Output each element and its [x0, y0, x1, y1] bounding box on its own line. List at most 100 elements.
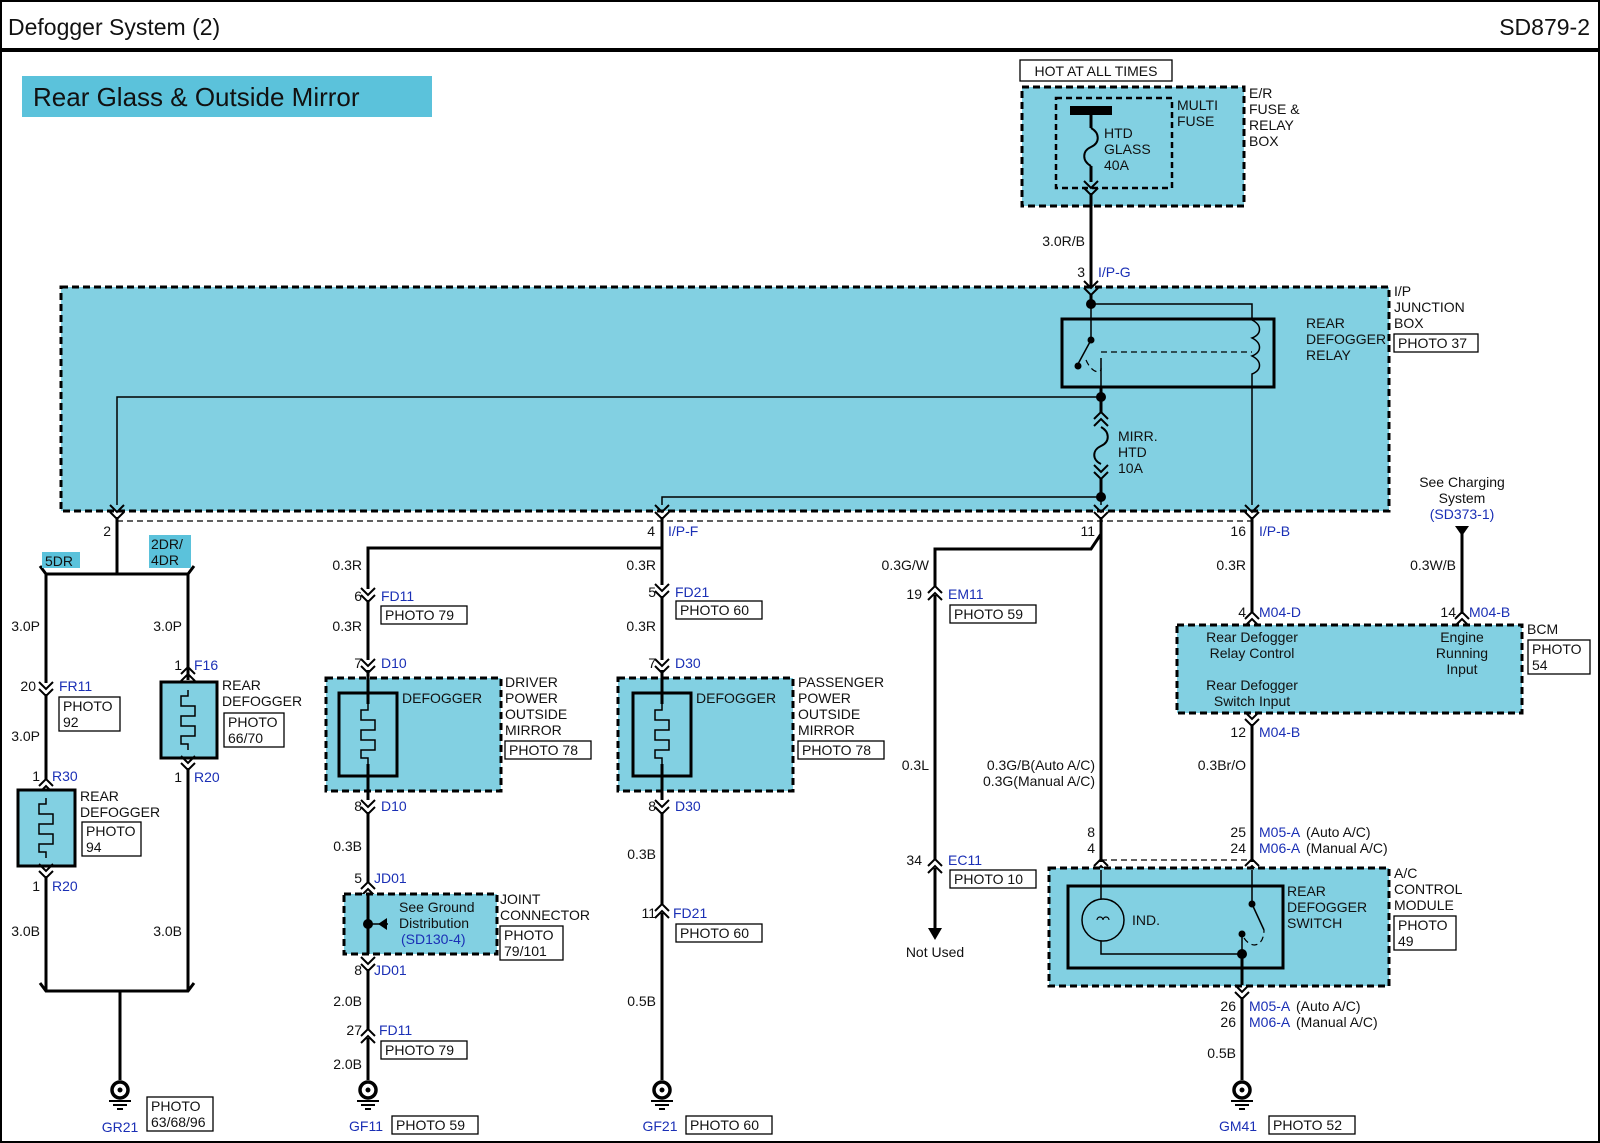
- svg-text:0.3W/B: 0.3W/B: [1410, 557, 1456, 573]
- svg-text:0.3L: 0.3L: [902, 757, 929, 773]
- svg-text:DEFOGGER: DEFOGGER: [402, 690, 482, 706]
- svg-text:REAR: REAR: [222, 677, 261, 693]
- svg-text:4: 4: [647, 523, 655, 539]
- svg-text:GM41: GM41: [1219, 1118, 1257, 1134]
- svg-text:11: 11: [1080, 523, 1095, 539]
- svg-text:DEFOGGER: DEFOGGER: [1287, 899, 1367, 915]
- svg-text:See Charging: See Charging: [1419, 474, 1505, 490]
- svg-text:GR21: GR21: [102, 1119, 139, 1135]
- svg-text:PHOTO 60: PHOTO 60: [690, 1117, 759, 1133]
- svg-text:GF11: GF11: [349, 1118, 383, 1134]
- svg-text:MODULE: MODULE: [1394, 897, 1454, 913]
- svg-text:PHOTO 60: PHOTO 60: [680, 602, 749, 618]
- svg-text:R20: R20: [194, 769, 220, 785]
- svg-text:See Ground: See Ground: [399, 899, 475, 915]
- svg-text:26: 26: [1220, 1014, 1236, 1030]
- svg-text:4DR: 4DR: [151, 552, 179, 568]
- svg-text:0.5B: 0.5B: [1207, 1045, 1236, 1061]
- svg-text:0.3R: 0.3R: [626, 618, 656, 634]
- svg-text:3.0P: 3.0P: [153, 618, 182, 634]
- svg-text:GLASS: GLASS: [1104, 141, 1151, 157]
- svg-text:12: 12: [1230, 724, 1246, 740]
- wire-3.0rb: 3.0R/B: [1042, 233, 1085, 249]
- svg-text:8: 8: [1087, 824, 1095, 840]
- ground-gr21: [107, 1080, 133, 1111]
- svg-text:8: 8: [354, 962, 362, 978]
- svg-text:RELAY: RELAY: [1249, 117, 1295, 133]
- svg-text:DEFOGGER: DEFOGGER: [1306, 331, 1386, 347]
- svg-text:PHOTO: PHOTO: [1398, 917, 1448, 933]
- svg-text:MIRROR: MIRROR: [798, 722, 855, 738]
- svg-text:19: 19: [906, 586, 922, 602]
- svg-text:8: 8: [648, 798, 656, 814]
- svg-text:1: 1: [32, 768, 40, 784]
- svg-text:Rear Glass & Outside Mirror: Rear Glass & Outside Mirror: [33, 82, 360, 112]
- svg-text:PHOTO: PHOTO: [86, 823, 136, 839]
- svg-text:M04-B: M04-B: [1259, 724, 1300, 740]
- page-title: Defogger System (2): [8, 14, 220, 40]
- svg-text:DRIVER: DRIVER: [505, 674, 558, 690]
- svg-text:1: 1: [32, 878, 40, 894]
- svg-text:14: 14: [1440, 604, 1456, 620]
- svg-text:66/70: 66/70: [228, 730, 263, 746]
- svg-text:BOX: BOX: [1394, 315, 1424, 331]
- svg-text:POWER: POWER: [798, 690, 851, 706]
- svg-text:54: 54: [1532, 657, 1548, 673]
- svg-text:2: 2: [103, 523, 111, 539]
- svg-text:EM11: EM11: [948, 586, 984, 602]
- svg-text:REAR: REAR: [80, 788, 119, 804]
- svg-text:REAR: REAR: [1306, 315, 1345, 331]
- svg-text:PHOTO: PHOTO: [1532, 641, 1582, 657]
- svg-text:D30: D30: [675, 798, 701, 814]
- svg-text:3.0B: 3.0B: [11, 923, 40, 939]
- svg-text:M04-B: M04-B: [1469, 604, 1510, 620]
- svg-text:0.3R: 0.3R: [1216, 557, 1246, 573]
- svg-text:7: 7: [648, 655, 656, 671]
- ground-gm41: [1229, 1080, 1255, 1111]
- svg-text:0.5B: 0.5B: [627, 993, 656, 1009]
- svg-text:RELAY: RELAY: [1306, 347, 1352, 363]
- svg-text:JUNCTION: JUNCTION: [1394, 299, 1465, 315]
- svg-text:PASSENGER: PASSENGER: [798, 674, 884, 690]
- svg-text:1: 1: [174, 657, 182, 673]
- svg-text:M05-A: M05-A: [1249, 998, 1291, 1014]
- svg-text:Relay Control: Relay Control: [1210, 645, 1295, 661]
- svg-text:PHOTO 59: PHOTO 59: [954, 606, 1023, 622]
- svg-text:6: 6: [354, 588, 362, 604]
- svg-text:I/P-G: I/P-G: [1098, 264, 1131, 280]
- svg-text:A/C: A/C: [1394, 865, 1417, 881]
- rear-glass-defogger-circuit: 5DR 2DR/ 4DR 3.0P 20 FR11 PHOTO 92 3.0P …: [11, 517, 302, 1135]
- svg-text:PHOTO: PHOTO: [63, 698, 113, 714]
- svg-text:OUTSIDE: OUTSIDE: [798, 706, 860, 722]
- svg-text:D10: D10: [381, 655, 407, 671]
- svg-text:PHOTO 37: PHOTO 37: [1398, 335, 1467, 351]
- relay-coil-circuit: 0.3G/W 19 EM11 PHOTO 59 0.3L 34 EC11 PHO…: [882, 517, 1109, 960]
- ac-control-module: 25 M05-A (Auto A/C) 24 M06-A (Manual A/C…: [1047, 824, 1463, 1135]
- svg-text:GF21: GF21: [642, 1118, 677, 1134]
- svg-text:20: 20: [20, 678, 36, 694]
- page-code: SD879-2: [1499, 14, 1590, 40]
- svg-text:94: 94: [86, 839, 102, 855]
- svg-text:(SD373-1): (SD373-1): [1430, 506, 1495, 522]
- svg-text:0.3R: 0.3R: [332, 557, 362, 573]
- svg-text:24: 24: [1230, 840, 1246, 856]
- svg-text:REAR: REAR: [1287, 883, 1326, 899]
- svg-text:HTD: HTD: [1118, 444, 1147, 460]
- not-used-label: Not Used: [906, 944, 964, 960]
- svg-text:4: 4: [1238, 604, 1246, 620]
- svg-text:BOX: BOX: [1249, 133, 1279, 149]
- svg-text:FD21: FD21: [673, 905, 707, 921]
- svg-text:D10: D10: [381, 798, 407, 814]
- svg-text:M05-A: M05-A: [1259, 824, 1301, 840]
- svg-text:5: 5: [354, 870, 362, 886]
- svg-text:E/R: E/R: [1249, 85, 1272, 101]
- svg-text:PHOTO 59: PHOTO 59: [396, 1117, 465, 1133]
- svg-text:4: 4: [1087, 840, 1095, 856]
- svg-text:I/P-B: I/P-B: [1259, 523, 1290, 539]
- svg-text:DEFOGGER: DEFOGGER: [222, 693, 302, 709]
- svg-text:PHOTO 79: PHOTO 79: [385, 607, 454, 623]
- svg-text:F16: F16: [194, 657, 218, 673]
- svg-text:Rear Defogger: Rear Defogger: [1206, 629, 1298, 645]
- bcm-module: 0.3R 4 M04-D See Charging System (SD373-…: [1175, 474, 1591, 862]
- ip-junction-box: 3 I/P-G I/P JUNCTION BOX PHOTO 37 REAR D…: [59, 264, 1479, 539]
